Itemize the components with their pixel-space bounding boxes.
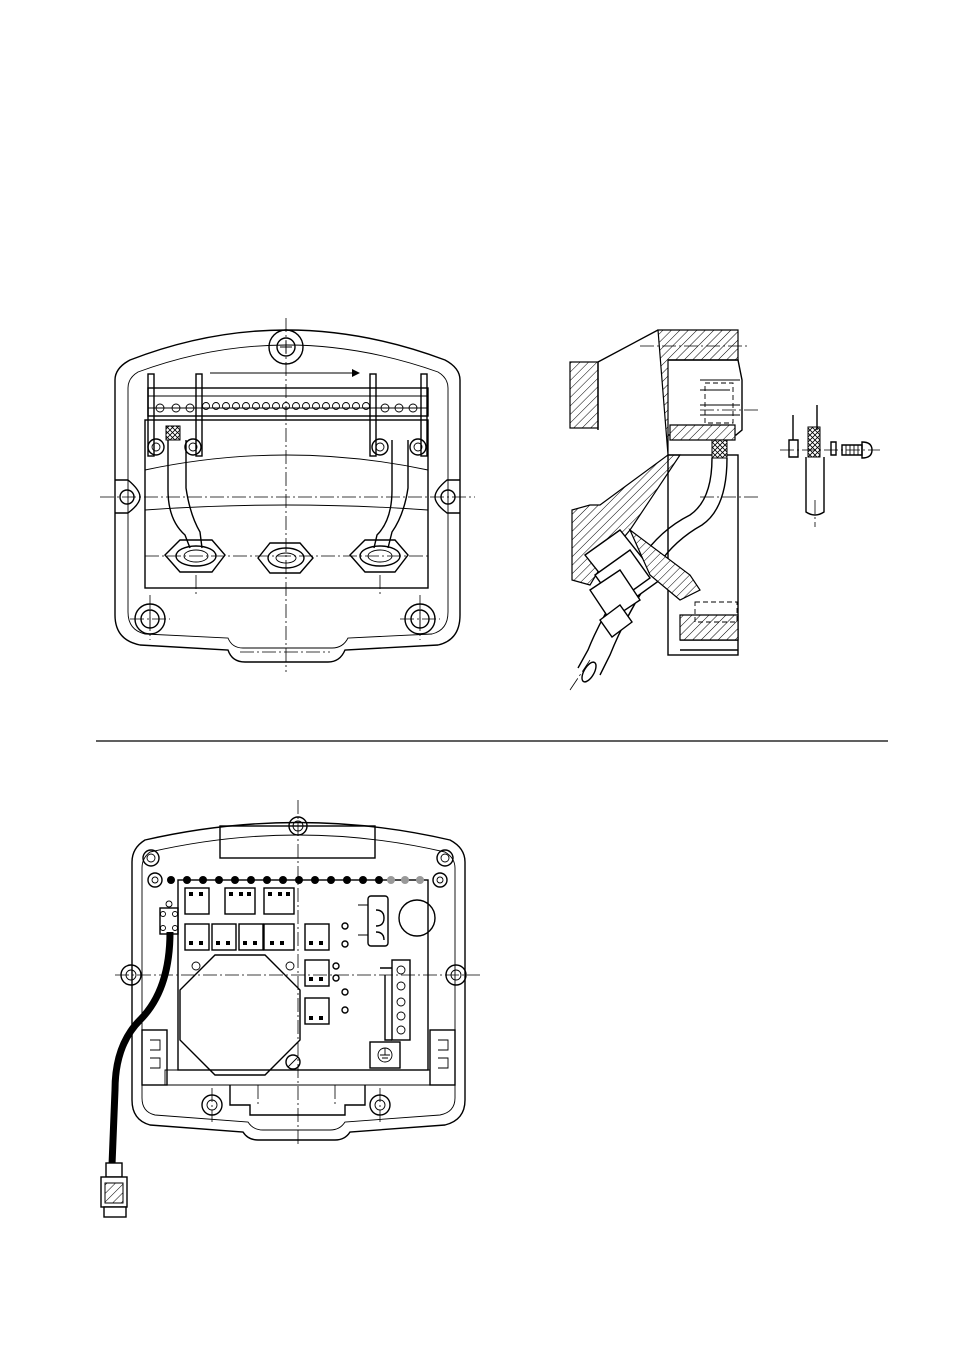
jumper-blocks xyxy=(185,888,329,1024)
pcb-housing-with-coax xyxy=(101,800,480,1217)
right-cable xyxy=(374,440,392,548)
round-component xyxy=(399,900,435,936)
wall-section xyxy=(570,362,598,428)
right-lug xyxy=(435,480,460,513)
housing-cross-section xyxy=(570,330,760,690)
terminal-housing-front xyxy=(100,318,475,672)
left-lug xyxy=(115,480,140,513)
screw-terminal-block xyxy=(392,960,410,1040)
terminal-screws xyxy=(156,403,417,413)
cable-shield-detail xyxy=(780,405,880,527)
housing-outline xyxy=(115,330,460,662)
coax-cable xyxy=(112,932,170,1165)
pcb-housing-outline xyxy=(132,823,465,1141)
bnc-connector xyxy=(101,1163,127,1217)
octagon-component xyxy=(180,955,300,1075)
